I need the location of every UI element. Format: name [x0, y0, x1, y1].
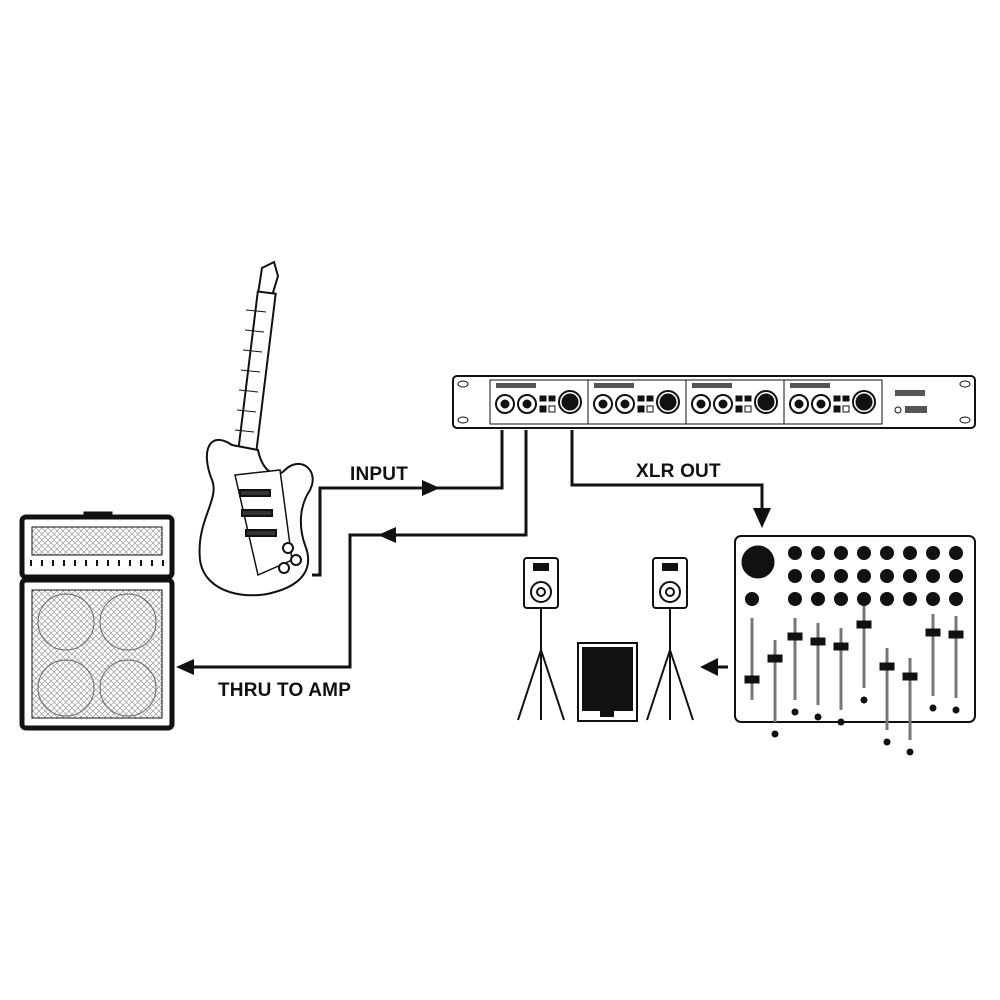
di-box-rack: [452, 375, 976, 429]
arrow-left-icon: [378, 527, 396, 543]
pa-speaker-right: [646, 557, 694, 721]
subwoofer: [577, 642, 638, 722]
guitar-amp-stack: [19, 511, 175, 731]
arrow-left-icon: [176, 659, 194, 675]
input-cable: [312, 430, 504, 577]
arrow-left-icon: [700, 658, 718, 676]
xlr-out-cable: [570, 430, 764, 510]
arrow-right-icon: [422, 480, 440, 496]
mixer: [734, 535, 976, 757]
xlr-out-label: XLR OUT: [636, 461, 721, 482]
input-label: INPUT: [350, 464, 408, 485]
cables: [190, 430, 764, 669]
electric-guitar: [198, 260, 314, 597]
arrows: [176, 480, 771, 676]
arrow-down-icon: [753, 508, 771, 528]
thru-cable: [190, 430, 528, 669]
pa-speaker-left: [517, 557, 565, 721]
thru-to-amp-label: THRU TO AMP: [218, 680, 352, 701]
